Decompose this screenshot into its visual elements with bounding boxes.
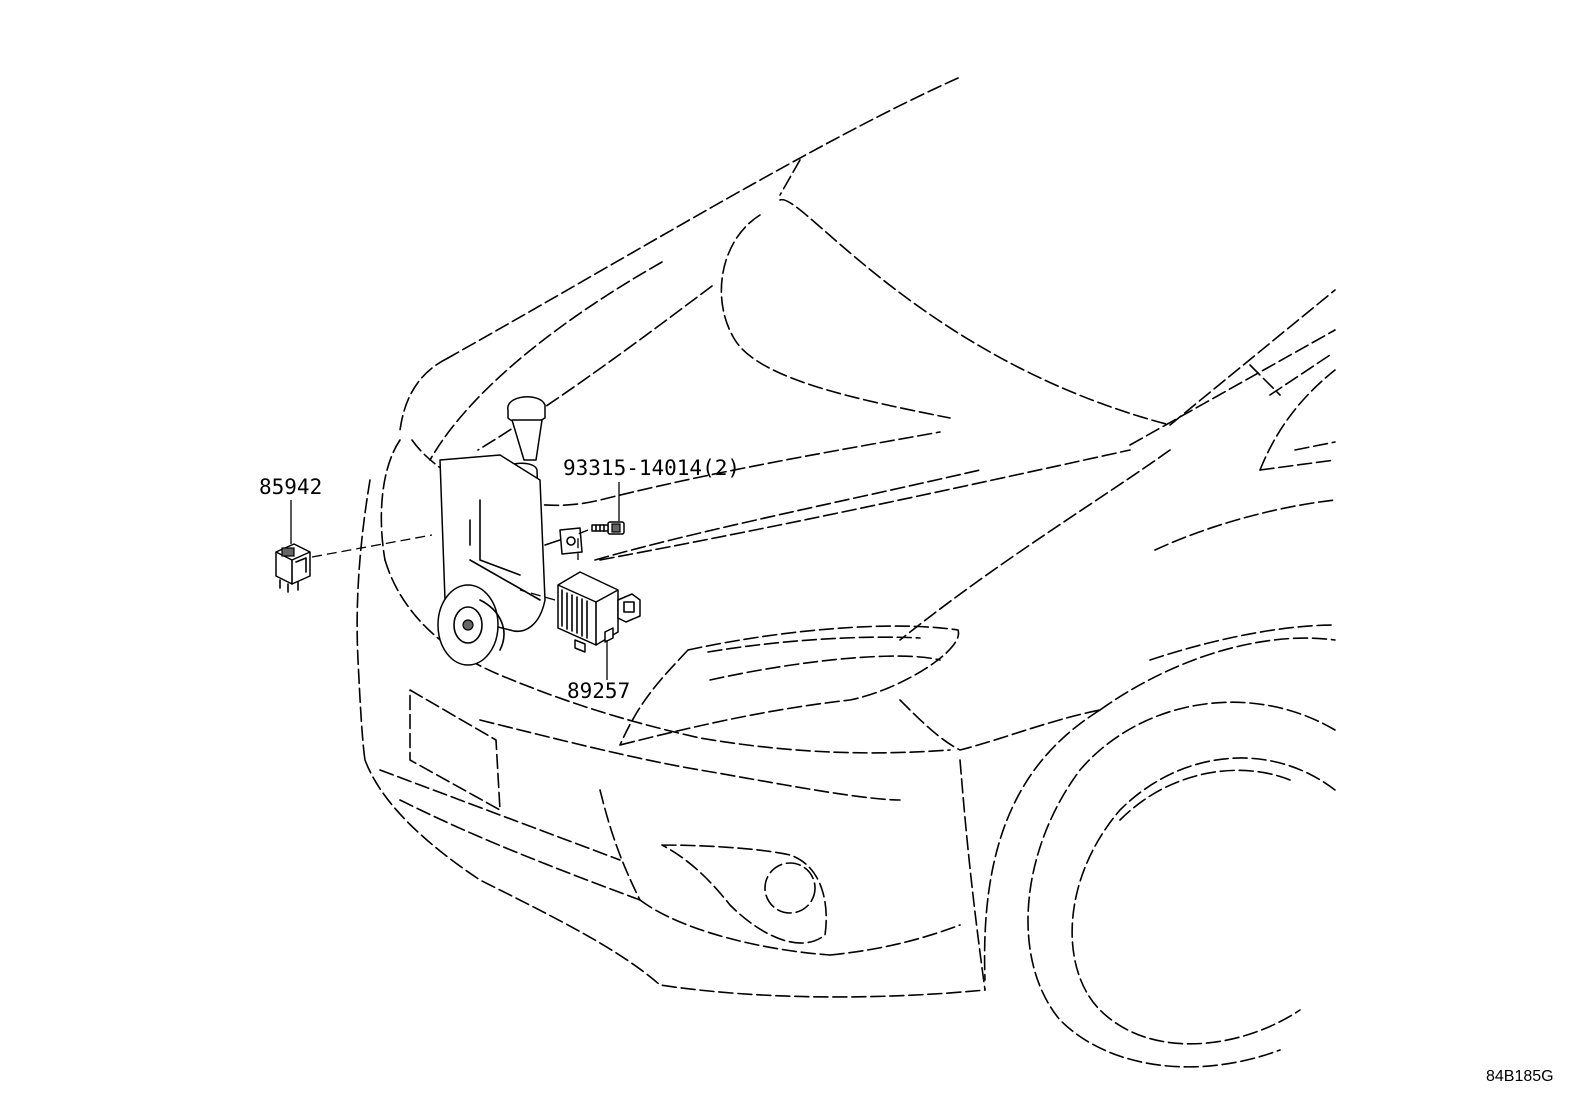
callout-85942: 85942 — [259, 475, 322, 499]
washer-bottle-assembly — [437, 396, 583, 666]
leader-89257-mount — [519, 589, 556, 601]
leader-93315-mount — [577, 529, 589, 560]
callout-89257: 89257 — [567, 679, 630, 703]
vehicle-outline — [356, 77, 1336, 1068]
part-85942-relay — [275, 543, 311, 593]
part-89257-sensor — [557, 571, 641, 653]
part-93315-bolt — [591, 521, 625, 535]
callout-93315-14014: 93315-14014(2) — [563, 456, 740, 480]
figure-code: 84B185G — [1486, 1068, 1554, 1085]
leader-85942-mount — [311, 534, 433, 558]
